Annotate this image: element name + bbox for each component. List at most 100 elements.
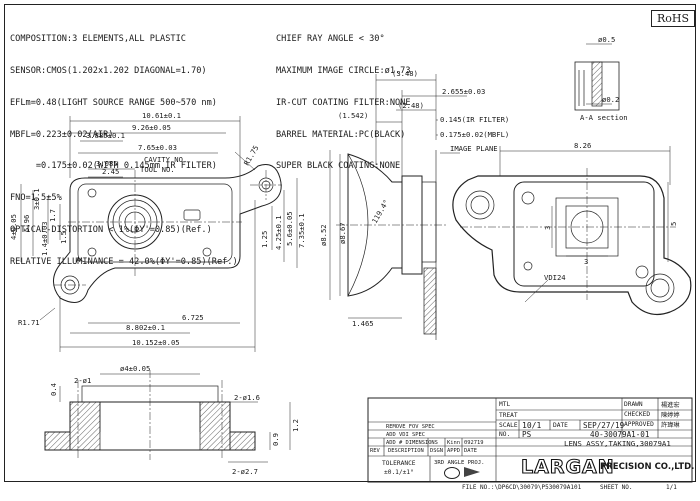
spec-line: OPTICAL-DISTORTION < 1%(ΦY'=0.85)(Ref.)	[10, 224, 212, 235]
dim-pin-collar: 2-ø1.6	[234, 393, 260, 402]
value-dwg-no: 40-30079A1-01	[590, 430, 650, 439]
bottom-view	[44, 370, 291, 463]
cavity-mark	[183, 209, 201, 221]
dim-side-diameter-outer: ø8.67	[338, 222, 347, 244]
spec-line: SENSOR:CMOS(1.202x1.202 DIAGONAL=1.70)	[10, 65, 207, 76]
dim-field-angle: 119.4°	[370, 198, 391, 225]
sheet-number-value: 1/1	[666, 484, 677, 491]
side-view	[329, 74, 467, 340]
value-tolerance: ±0.1/±1°	[384, 469, 414, 476]
bottom-hatch-right-foot	[229, 431, 256, 451]
note-cavity: CAVITY NO.	[144, 155, 187, 164]
rear-mount-hole	[645, 273, 675, 303]
front-view	[20, 116, 298, 352]
pin-hole	[87, 188, 97, 198]
rear-view	[452, 146, 692, 315]
sheet-number-label: SHEET NO.	[600, 484, 633, 491]
bottom-hatch-left	[69, 401, 101, 451]
dim-foot-height: 0.9	[271, 433, 280, 446]
dim-lens-offset: 3.085	[96, 159, 118, 168]
dim-pin-diameter: 2-ø1	[74, 376, 91, 385]
spec-line: MBFL=0.223±0.02(AIR)	[10, 129, 114, 140]
front-view-outline	[53, 164, 282, 303]
drawing-sheet-border	[4, 4, 696, 482]
dim-side-flange: 2.655±0.03	[442, 87, 485, 96]
file-number: FILE NO.:\DP6CD\30079\P530079A101	[462, 484, 582, 491]
dim-rear-width: 8.26	[574, 141, 591, 150]
pin-hole	[202, 247, 212, 257]
rohs-badge: RoHS	[651, 10, 696, 27]
company-suffix: PRECISION CO.,LTD.	[600, 462, 695, 472]
dim-right-offset: 1.25	[260, 231, 269, 248]
dim-ir-filter: 0.145(IR FILTER)	[440, 115, 509, 124]
dim-radius-bottom: R1.71	[18, 318, 40, 327]
dim-width-overall: 10.61±0.1	[142, 111, 181, 120]
dim-side-diameter-inner: ø8.52	[319, 224, 328, 246]
side-sensor-plate	[423, 267, 437, 335]
dim-datum-height: 1.4±0.03	[40, 221, 49, 256]
signoff-checked: 陳婷婷	[661, 412, 680, 419]
signoff-approved: 許瑋琳	[661, 422, 680, 429]
dim-rear-window-w: 3	[584, 257, 588, 266]
spec-line: =0.175±0.02(WITH 0.145mm IR FILTER)	[10, 161, 217, 172]
revision-entry: REMOVE FOV SPEC	[386, 424, 435, 430]
dim-lens-height: 1.7	[48, 209, 57, 222]
rear-housing	[513, 181, 655, 287]
rear-pin	[521, 191, 535, 205]
dim-bottom-width: 6.725	[182, 313, 204, 322]
datum-label: A	[76, 255, 81, 264]
spec-line: CHIEF RAY ANGLE < 30°	[276, 34, 385, 45]
dim-right-pin: 4.25±0.1	[274, 215, 283, 250]
spec-line: COMPOSITION:3 ELEMENTS,ALL PLASTIC	[10, 34, 186, 45]
dim-rear-height: 5	[669, 222, 678, 226]
label-tolerance: TOLERANCE	[382, 460, 416, 467]
label-mtl: MTL	[499, 401, 511, 408]
value-part-name: LENS ASSY,TAKING,30079A1	[564, 439, 671, 448]
value-date: SEP/27/19	[583, 421, 625, 430]
rev-header-date: DATE	[464, 448, 477, 454]
projection-symbol	[444, 467, 460, 479]
rear-pin	[635, 265, 649, 279]
detail-pin	[591, 61, 603, 107]
dim-foot-diameter: 2-ø2.7	[232, 467, 258, 476]
label-approved: APPROVED	[624, 421, 654, 428]
revision-entry: ADD # DIMENSIONS	[386, 440, 438, 446]
dim-side-body: (2.48)	[398, 101, 424, 110]
front-view-body	[77, 183, 233, 263]
value-scale: 10/1	[522, 421, 542, 430]
dim-inner-width: 7.65±0.03	[138, 143, 177, 152]
label-image-plane: IMAGE PLANE	[450, 144, 498, 153]
spec-line: BARREL MATERIAL:PC(BLACK)	[276, 129, 406, 140]
bottom-hatch-right	[199, 401, 231, 451]
dim-detail-inner: ø0.2	[602, 95, 619, 104]
dim-flange-thickness: 0.4	[49, 383, 58, 396]
dim-detail-outer: ø0.5	[598, 35, 615, 44]
rear-mount-hole	[465, 190, 495, 220]
rear-mount-hole-inner	[650, 278, 670, 298]
detail-view	[574, 43, 620, 111]
dim-pin-offset: 2.45	[102, 167, 119, 176]
dim-height-body: 5.96	[22, 215, 31, 232]
dim-side-lens: (1.542)	[338, 111, 368, 120]
label-checked: CHECKED	[624, 411, 651, 418]
note-vdi: VDI24	[544, 273, 566, 282]
label-treat: TREAT	[499, 412, 518, 419]
bottom-hatch-left-foot	[44, 431, 71, 451]
label-scale: SCALE	[499, 422, 518, 429]
section-label: A-A section	[580, 113, 628, 122]
dim-bottom-diameter: ø4±0.05	[120, 364, 150, 373]
side-lens-dome	[347, 153, 369, 297]
dim-height-upper: 3±0.1	[32, 188, 41, 210]
dim-bottom-overall: 10.152±0.05	[132, 338, 180, 347]
rear-mount-hole-inner	[470, 195, 490, 215]
dim-rear-window-h: 3	[543, 226, 552, 230]
spec-line: SUPER BLACK COATING:NONE	[276, 161, 401, 172]
dim-height-overall: 4±0.05	[9, 214, 18, 240]
dim-side-bottom: 1.465	[352, 319, 374, 328]
dim-total-height: 1.2	[291, 419, 300, 432]
label-no: NO.	[499, 431, 511, 438]
dim-offset: 3.885±0.1	[86, 131, 125, 140]
company-logo: LARGAN	[520, 455, 615, 478]
spec-line: EFLm=0.48(LIGHT SOURCE RANGE 500~570 nm)	[10, 97, 217, 108]
spec-line: IR-CUT COATING FILTER:NONE	[276, 97, 411, 108]
